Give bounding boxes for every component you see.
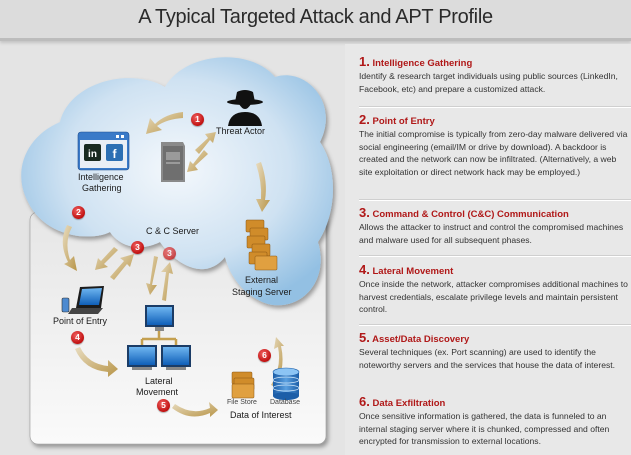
arrow-actor-to-intel: [146, 112, 183, 134]
arrow-actor-to-cc: [187, 150, 208, 172]
arrow-cc-to-entry: [95, 247, 118, 270]
step-6: 6. Data Exfiltration Once sensitive info…: [359, 394, 629, 448]
page-title: A Typical Targeted Attack and APT Profil…: [138, 6, 493, 28]
step-3-body: Allows the attacker to instruct and cont…: [359, 222, 624, 245]
label-intelligence-gathering-2: Gathering: [82, 183, 122, 193]
step-5-body: Several techniques (ex. Port scanning) a…: [359, 347, 616, 370]
title-bar: A Typical Targeted Attack and APT Profil…: [0, 0, 631, 41]
step-1-heading: Intelligence Gathering: [372, 58, 473, 69]
svg-text:f: f: [113, 147, 118, 161]
lateral-movement-icon: [127, 305, 191, 370]
label-external-staging-1: External: [245, 275, 279, 285]
step-badge-2: 2: [72, 206, 85, 219]
arrow-lateral-to-cc: [161, 262, 173, 301]
step-badge-1: 1: [191, 113, 204, 126]
label-point-of-entry: Point of Entry: [53, 316, 108, 326]
svg-text:in: in: [88, 149, 97, 160]
cc-server-icon: [161, 142, 185, 182]
label-external-staging-2: Staging Server: [232, 287, 292, 297]
label-cc-server: C & C Server: [146, 226, 200, 236]
divider: [359, 324, 631, 326]
step-5-number: 5.: [359, 330, 370, 345]
step-6-body: Once sensitive information is gathered, …: [359, 411, 610, 447]
step-6-number: 6.: [359, 394, 370, 409]
arrow-entry-to-lateral: [75, 347, 118, 377]
step-badge-3a: 3: [131, 241, 144, 254]
external-staging-server-icon: [245, 219, 278, 271]
attack-diagram: in f: [0, 42, 345, 455]
step-4: 4. Lateral Movement Once inside the netw…: [359, 262, 629, 316]
step-4-heading: Lateral Movement: [372, 266, 454, 277]
step-badge-3b: 3: [163, 247, 176, 260]
smartphone-icon: [61, 297, 70, 313]
arrow-cc-to-actor: [195, 132, 216, 154]
step-4-body: Once inside the network, attacker compro…: [359, 279, 628, 315]
step-4-number: 4.: [359, 262, 370, 277]
step-badge-6: 6: [258, 349, 271, 362]
step-1-body: Identify & research target individuals u…: [359, 71, 618, 94]
step-1: 1. Intelligence Gathering Identify & res…: [359, 54, 629, 95]
step-2-heading: Point of Entry: [372, 116, 435, 127]
arrow-lateral-to-data: [172, 402, 218, 417]
step-5-heading: Asset/Data Discovery: [372, 334, 470, 345]
label-file-store: File Store: [227, 399, 257, 406]
divider: [359, 255, 631, 257]
label-intelligence-gathering-1: Intelligence: [78, 172, 124, 182]
flow-arrows: [62, 112, 284, 417]
point-of-entry-icon: [61, 286, 104, 314]
step-2-number: 2.: [359, 112, 370, 127]
step-6-heading: Data Exfiltration: [372, 398, 446, 409]
intelligence-gathering-icon: in f: [77, 131, 130, 171]
divider: [359, 106, 631, 108]
arrow-entry-to-cc: [110, 254, 134, 280]
step-2: 2. Point of Entry The initial compromise…: [359, 112, 629, 178]
threat-actor-icon: [227, 90, 263, 126]
step-3: 3. Command & Control (C&C) Communication…: [359, 205, 629, 246]
step-1-number: 1.: [359, 54, 370, 69]
arrow-cc-to-lateral: [146, 256, 158, 295]
step-badge-5: 5: [157, 399, 170, 412]
step-3-number: 3.: [359, 205, 370, 220]
arrow-data-to-staging: [271, 337, 284, 387]
divider: [359, 199, 631, 201]
label-lateral-movement-2: Movement: [136, 387, 179, 397]
step-2-body: The initial compromise is typically from…: [359, 129, 628, 177]
label-data-of-interest: Data of Interest: [230, 410, 292, 420]
step-badge-4: 4: [71, 331, 84, 344]
facebook-icon: [106, 144, 123, 161]
label-threat-actor: Threat Actor: [216, 126, 266, 136]
steps-panel: 1. Intelligence Gathering Identify & res…: [345, 44, 631, 455]
step-3-heading: Command & Control (C&C) Communication: [372, 209, 569, 220]
arrow-intel-to-entry: [62, 225, 77, 271]
label-database: Database: [270, 399, 300, 406]
arrow-actor-to-staging: [256, 162, 270, 212]
step-5: 5. Asset/Data Discovery Several techniqu…: [359, 330, 629, 371]
linkedin-icon: [84, 144, 101, 161]
database-icon: [272, 367, 300, 400]
file-store-icon: [231, 371, 255, 399]
label-lateral-movement-1: Lateral: [145, 376, 173, 386]
